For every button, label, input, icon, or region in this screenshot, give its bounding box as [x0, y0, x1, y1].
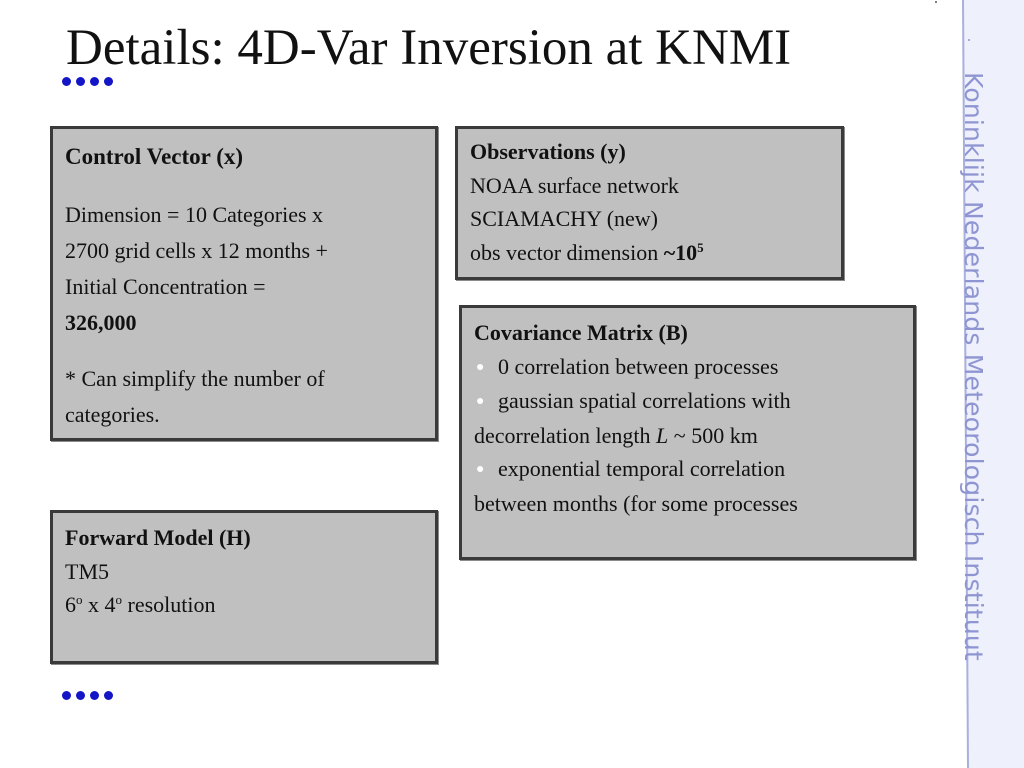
- covariance-bullet2: gaussian spatial correlations with: [498, 388, 791, 413]
- bullet-icon: ●: [476, 359, 485, 375]
- dot: [90, 76, 99, 86]
- bullet-icon: ●: [476, 394, 485, 409]
- forward-model-res-b: x 4: [82, 592, 116, 617]
- dot: [104, 690, 113, 700]
- forward-model-res-a: 6: [65, 592, 76, 617]
- covariance-bullet3: exponential temporal correlation: [498, 456, 786, 481]
- forward-model-degree-a: o: [76, 592, 83, 607]
- observations-line2: SCIAMACHY (new): [470, 206, 659, 231]
- covariance-bullet1: 0 correlation between processes: [498, 353, 779, 379]
- forward-model-degree-b: o: [115, 592, 123, 607]
- dot: [62, 690, 71, 700]
- observations-heading: Observations (y): [470, 139, 626, 164]
- control-vector-text: Dimension = 10 Categories x 2700 grid ce…: [65, 197, 425, 341]
- control-vector-line2: 2700 grid cells x 12 months +: [65, 238, 328, 263]
- forward-model-box: Forward Model (H) TM5 6o x 4o resolution: [50, 510, 438, 664]
- dot: [76, 690, 85, 700]
- observations-dimension-value: ~10: [663, 239, 698, 265]
- forward-model-heading: Forward Model (H): [65, 525, 251, 550]
- bullet-icon: ●: [476, 462, 485, 477]
- covariance-bullet3-cont: between months (for some processes: [474, 490, 798, 516]
- control-vector-line1: Dimension = 10 Categories x: [65, 202, 324, 227]
- page-title: Details: 4D-Var Inversion at KNMI: [66, 20, 792, 76]
- bullet-dots-bottom: [62, 688, 122, 702]
- dot: [104, 76, 113, 86]
- knmi-institute-label: Koninklijk Nederlands Meteorologisch Ins…: [959, 72, 988, 661]
- dot: [62, 76, 71, 86]
- control-vector-note-line1: * Can simplify the number of: [65, 366, 325, 391]
- control-vector-note: * Can simplify the number of categories.: [65, 361, 425, 433]
- covariance-heading: Covariance Matrix (B): [474, 320, 688, 345]
- control-vector-line3: Initial Concentration =: [65, 274, 266, 299]
- dot: [90, 690, 99, 700]
- covariance-matrix-box: Covariance Matrix (B) ● 0 correlation bet…: [459, 305, 916, 560]
- bullet-dots-top: [62, 74, 122, 88]
- control-vector-box: Control Vector (x) Dimension = 10 Catego…: [50, 126, 438, 441]
- control-vector-heading: Control Vector (x): [65, 144, 244, 169]
- dot: [76, 76, 85, 86]
- forward-model-res-suffix: resolution: [122, 592, 216, 617]
- covariance-bullet2-cont-suffix: ~ 500 km: [668, 422, 758, 448]
- control-vector-value: 326,000: [65, 310, 137, 335]
- covariance-bullet2-cont-prefix: decorrelation length: [474, 422, 657, 448]
- forward-model-line1: TM5: [65, 558, 109, 584]
- covariance-length-variable: L: [656, 422, 669, 448]
- observations-box: Observations (y) NOAA surface network SC…: [455, 126, 844, 280]
- observations-dimension-exponent: 5: [697, 239, 704, 255]
- observations-line3-prefix: obs vector dimension: [470, 239, 664, 265]
- observations-line1: NOAA surface network: [470, 172, 679, 198]
- control-vector-note-line2: categories.: [65, 402, 160, 427]
